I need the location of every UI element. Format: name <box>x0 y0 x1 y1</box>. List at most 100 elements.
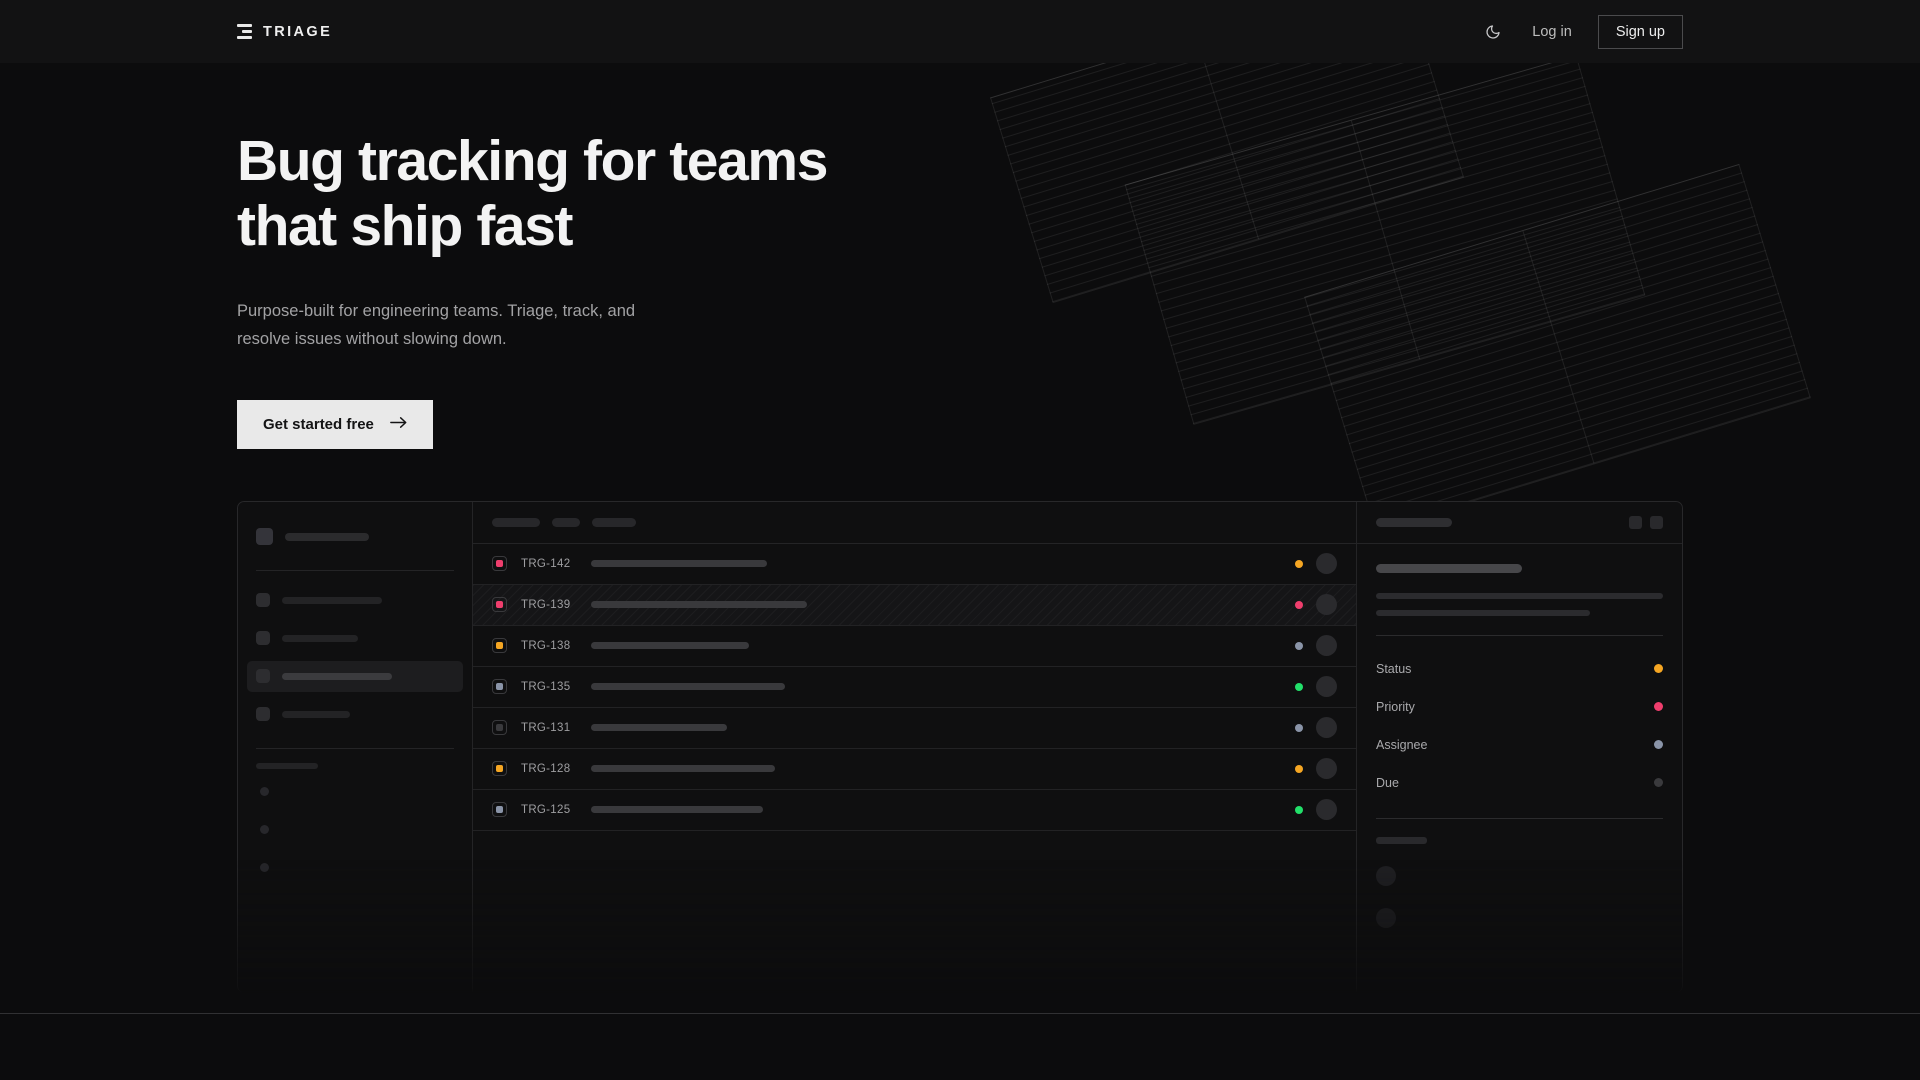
sidebar-item-4[interactable] <box>247 699 463 730</box>
issue-id: TRG-131 <box>521 721 571 734</box>
sidebar-item-label-placeholder <box>282 634 358 642</box>
toolbar-control-2[interactable] <box>552 517 580 527</box>
meta-label: Assignee <box>1376 737 1428 752</box>
moon-icon[interactable] <box>1480 19 1506 45</box>
detail-breadcrumb-placeholder <box>1376 517 1452 527</box>
status-dot <box>1295 682 1303 691</box>
site-header: TRIAGE Log in Sign up <box>0 0 1920 63</box>
issue-id: TRG-139 <box>521 598 571 611</box>
detail-activity-avatars <box>1376 865 1663 928</box>
status-dot <box>1295 805 1303 814</box>
sidebar-nav <box>247 585 463 730</box>
priority-badge-icon <box>492 638 507 654</box>
issue-row-meta <box>1295 676 1337 698</box>
issue-title-placeholder <box>591 765 775 773</box>
issue-title-placeholder <box>591 601 807 609</box>
meta-value-dot <box>1654 702 1663 712</box>
issue-row[interactable]: TRG-139 <box>473 584 1356 626</box>
brand-logo[interactable]: TRIAGE <box>237 24 332 40</box>
issue-row[interactable]: TRG-131 <box>473 708 1356 749</box>
app-sidebar <box>238 501 473 992</box>
issue-row[interactable]: TRG-142 <box>473 544 1356 585</box>
detail-divider <box>1376 634 1663 636</box>
meta-label: Status <box>1376 661 1412 676</box>
sidebar-item-3[interactable] <box>247 660 463 692</box>
status-dot <box>1295 641 1303 650</box>
avatar <box>1316 594 1337 616</box>
issue-id: TRG-142 <box>521 557 571 570</box>
status-dot <box>1295 764 1303 773</box>
hero-subtitle-line-1: Purpose-built for engineering teams. Tri… <box>237 301 636 320</box>
detail-action-button-2[interactable] <box>1650 515 1663 529</box>
sidebar-section-label-placeholder <box>256 762 318 769</box>
toolbar-control-3[interactable] <box>592 517 636 527</box>
hero-subtitle: Purpose-built for engineering teams. Tri… <box>237 297 717 354</box>
meta-row-priority[interactable]: Priority <box>1376 688 1663 726</box>
login-link[interactable]: Log in <box>1532 23 1572 40</box>
meta-row-due[interactable]: Due <box>1376 764 1663 802</box>
avatar <box>1316 799 1337 821</box>
page-title: Bug tracking for teams that ship fast <box>237 129 957 259</box>
avatar <box>1316 553 1337 575</box>
hero-title-line-2: that ship fast <box>237 193 573 258</box>
meta-label: Due <box>1376 775 1399 790</box>
sidebar-workspace-header[interactable] <box>256 518 454 552</box>
sidebar-item-2[interactable] <box>247 623 463 654</box>
sidebar-item-icon <box>256 669 270 684</box>
issue-title-placeholder <box>591 806 763 814</box>
avatar <box>1316 635 1337 657</box>
sidebar-divider-bottom <box>256 747 454 749</box>
workspace-avatar-icon <box>256 528 273 546</box>
hero-subtitle-line-2: resolve issues without slowing down. <box>237 330 507 349</box>
get-started-button[interactable]: Get started free <box>237 399 433 449</box>
sidebar-item-icon <box>256 593 270 608</box>
issue-row-meta <box>1295 594 1337 616</box>
priority-badge-icon <box>492 679 507 695</box>
toolbar-control-1[interactable] <box>492 517 540 527</box>
detail-panel-header <box>1357 502 1682 544</box>
issue-row[interactable]: TRG-125 <box>473 790 1356 831</box>
meta-row-status[interactable]: Status <box>1376 650 1663 688</box>
arrow-right-icon <box>390 416 407 433</box>
sidebar-mini-item-2[interactable] <box>260 824 269 834</box>
issue-row[interactable]: TRG-128 <box>473 749 1356 790</box>
brand-name: TRIAGE <box>263 23 333 40</box>
issue-row[interactable]: TRG-135 <box>473 667 1356 708</box>
signup-button[interactable]: Sign up <box>1597 14 1683 49</box>
issue-row-meta <box>1295 635 1337 657</box>
issue-title-placeholder <box>591 683 785 691</box>
avatar <box>1316 758 1337 780</box>
sidebar-item-label-placeholder <box>282 710 350 718</box>
avatar <box>1316 676 1337 698</box>
priority-badge-icon <box>492 802 507 818</box>
issue-id: TRG-125 <box>521 803 571 816</box>
detail-description-line-1 <box>1376 592 1663 599</box>
issue-id: TRG-135 <box>521 680 571 693</box>
detail-description-line-2 <box>1376 609 1590 616</box>
stacked-bars-logo-icon <box>237 24 252 39</box>
sidebar-item-1[interactable] <box>247 585 463 616</box>
issue-id: TRG-128 <box>521 762 571 775</box>
hero-section: Bug tracking for teams that ship fast Pu… <box>0 63 1920 449</box>
issue-row-meta <box>1295 799 1337 821</box>
issue-row[interactable]: TRG-138 <box>473 626 1356 667</box>
issue-row-meta <box>1295 717 1337 739</box>
sidebar-item-icon <box>256 707 270 722</box>
detail-action-button-1[interactable] <box>1629 515 1642 529</box>
issue-row-meta <box>1295 553 1337 575</box>
issue-id: TRG-138 <box>521 639 571 652</box>
meta-value-dot <box>1654 664 1663 674</box>
sidebar-mini-item-1[interactable] <box>260 786 269 796</box>
hero-title-line-1: Bug tracking for teams <box>237 129 828 193</box>
meta-row-assignee[interactable]: Assignee <box>1376 726 1663 764</box>
detail-footer-divider <box>1376 817 1663 819</box>
detail-description-placeholder <box>1376 592 1663 616</box>
sidebar-mini-item-3[interactable] <box>260 862 269 872</box>
priority-badge-icon <box>492 597 507 613</box>
meta-label: Priority <box>1376 699 1415 714</box>
header-actions: Log in Sign up <box>1480 14 1683 49</box>
